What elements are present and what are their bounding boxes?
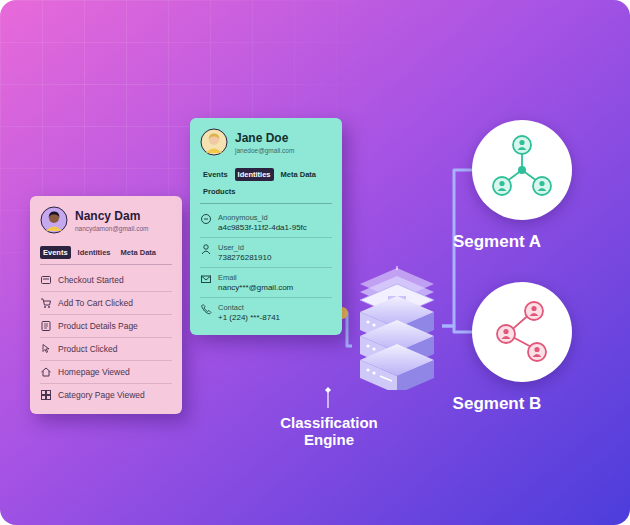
tab-label: Events [200, 168, 231, 181]
tab-label: Identities [75, 246, 114, 259]
event-icon [40, 297, 52, 309]
field-value: +1 (224) ***-8741 [218, 313, 280, 322]
tab-label: Identities [235, 168, 274, 181]
field-key: Anonymous_id [218, 213, 307, 222]
header-text: Nancy Dam nancydamon@gmail.com [75, 209, 148, 232]
field-row: Contact+1 (224) ***-8741 [200, 298, 332, 327]
event-name: Category Page Viewed [58, 389, 145, 401]
event-name: Checkout Started [58, 274, 124, 286]
tab-label: Meta Data [118, 246, 159, 259]
field-value: a4c9853f-11f2-4da1-95fc [218, 223, 307, 232]
field-text: User_id738276281910 [218, 243, 271, 262]
field-icon [200, 303, 212, 315]
event-name: Product Clicked [58, 343, 118, 355]
event-icon [40, 320, 52, 332]
profile-email: janedoe@gmail.com [235, 147, 294, 154]
profile-card: Nancy Dam nancydamon@gmail.comEvents Ident… [30, 196, 182, 414]
event-icon [40, 343, 52, 355]
profile-name: Nancy Dam [75, 209, 148, 223]
avatar-icon [40, 206, 68, 234]
profile-email: nancydamon@gmail.com [75, 225, 148, 232]
field-text: Anonymous_ida4c9853f-11f2-4da1-95fc [218, 213, 307, 232]
event-row: Product Clicked [40, 338, 172, 361]
event-name: Add To Cart Clicked [58, 297, 133, 309]
field-key: Email [218, 273, 293, 282]
field-value: nancy***@gmail.com [218, 283, 293, 292]
tab-label: Events [40, 246, 71, 259]
card-header: Jane Doe janedoe@gmail.com [200, 128, 332, 156]
connector-line [442, 326, 472, 332]
field-key: User_id [218, 243, 271, 252]
event-row: Category Page Viewed [40, 384, 172, 406]
header-text: Jane Doe janedoe@gmail.com [235, 131, 294, 154]
engine-label: Classification Engine [270, 414, 388, 448]
event-icon [40, 389, 52, 401]
event-icon [40, 274, 52, 286]
group-icon [472, 282, 572, 382]
segment-label: Segment B [432, 394, 562, 414]
field-icon [200, 243, 212, 255]
server-node: Classification Engine [352, 262, 442, 390]
event-row: Add To Cart Clicked [40, 292, 172, 315]
event-name: Product Details Page [58, 320, 138, 332]
field-row: User_id738276281910 [200, 238, 332, 268]
event-row: Checkout Started [40, 269, 172, 292]
event-row: Homepage Viewed [40, 361, 172, 384]
field-value: 738276281910 [218, 253, 271, 262]
field-row: Anonymous_ida4c9853f-11f2-4da1-95fc [200, 208, 332, 238]
tab-label: Meta Data [278, 168, 319, 181]
segment-circle: Segment A [472, 120, 572, 220]
tab-bar: Events Identities Meta Data [40, 242, 172, 265]
tab-bar: Events Identities Meta DataProducts [200, 164, 332, 204]
profile-card: Jane Doe janedoe@gmail.comEvents Identitie… [190, 118, 342, 335]
field-text: Contact+1 (224) ***-8741 [218, 303, 280, 322]
field-icon [200, 213, 212, 225]
segment-circle: Segment B [472, 282, 572, 382]
server-stack-illustration [352, 262, 442, 390]
group-icon [472, 120, 572, 220]
tab-label: Products [200, 185, 239, 198]
card-header: Nancy Dam nancydamon@gmail.com [40, 206, 172, 234]
field-row: Emailnancy***@gmail.com [200, 268, 332, 298]
event-name: Homepage Viewed [58, 366, 130, 378]
field-icon [200, 273, 212, 285]
event-row: Product Details Page [40, 315, 172, 338]
leader-line [322, 386, 334, 412]
segment-label: Segment A [432, 232, 562, 252]
profile-name: Jane Doe [235, 131, 294, 145]
avatar-icon [200, 128, 228, 156]
field-text: Emailnancy***@gmail.com [218, 273, 293, 292]
event-icon [40, 366, 52, 378]
field-key: Contact [218, 303, 280, 312]
